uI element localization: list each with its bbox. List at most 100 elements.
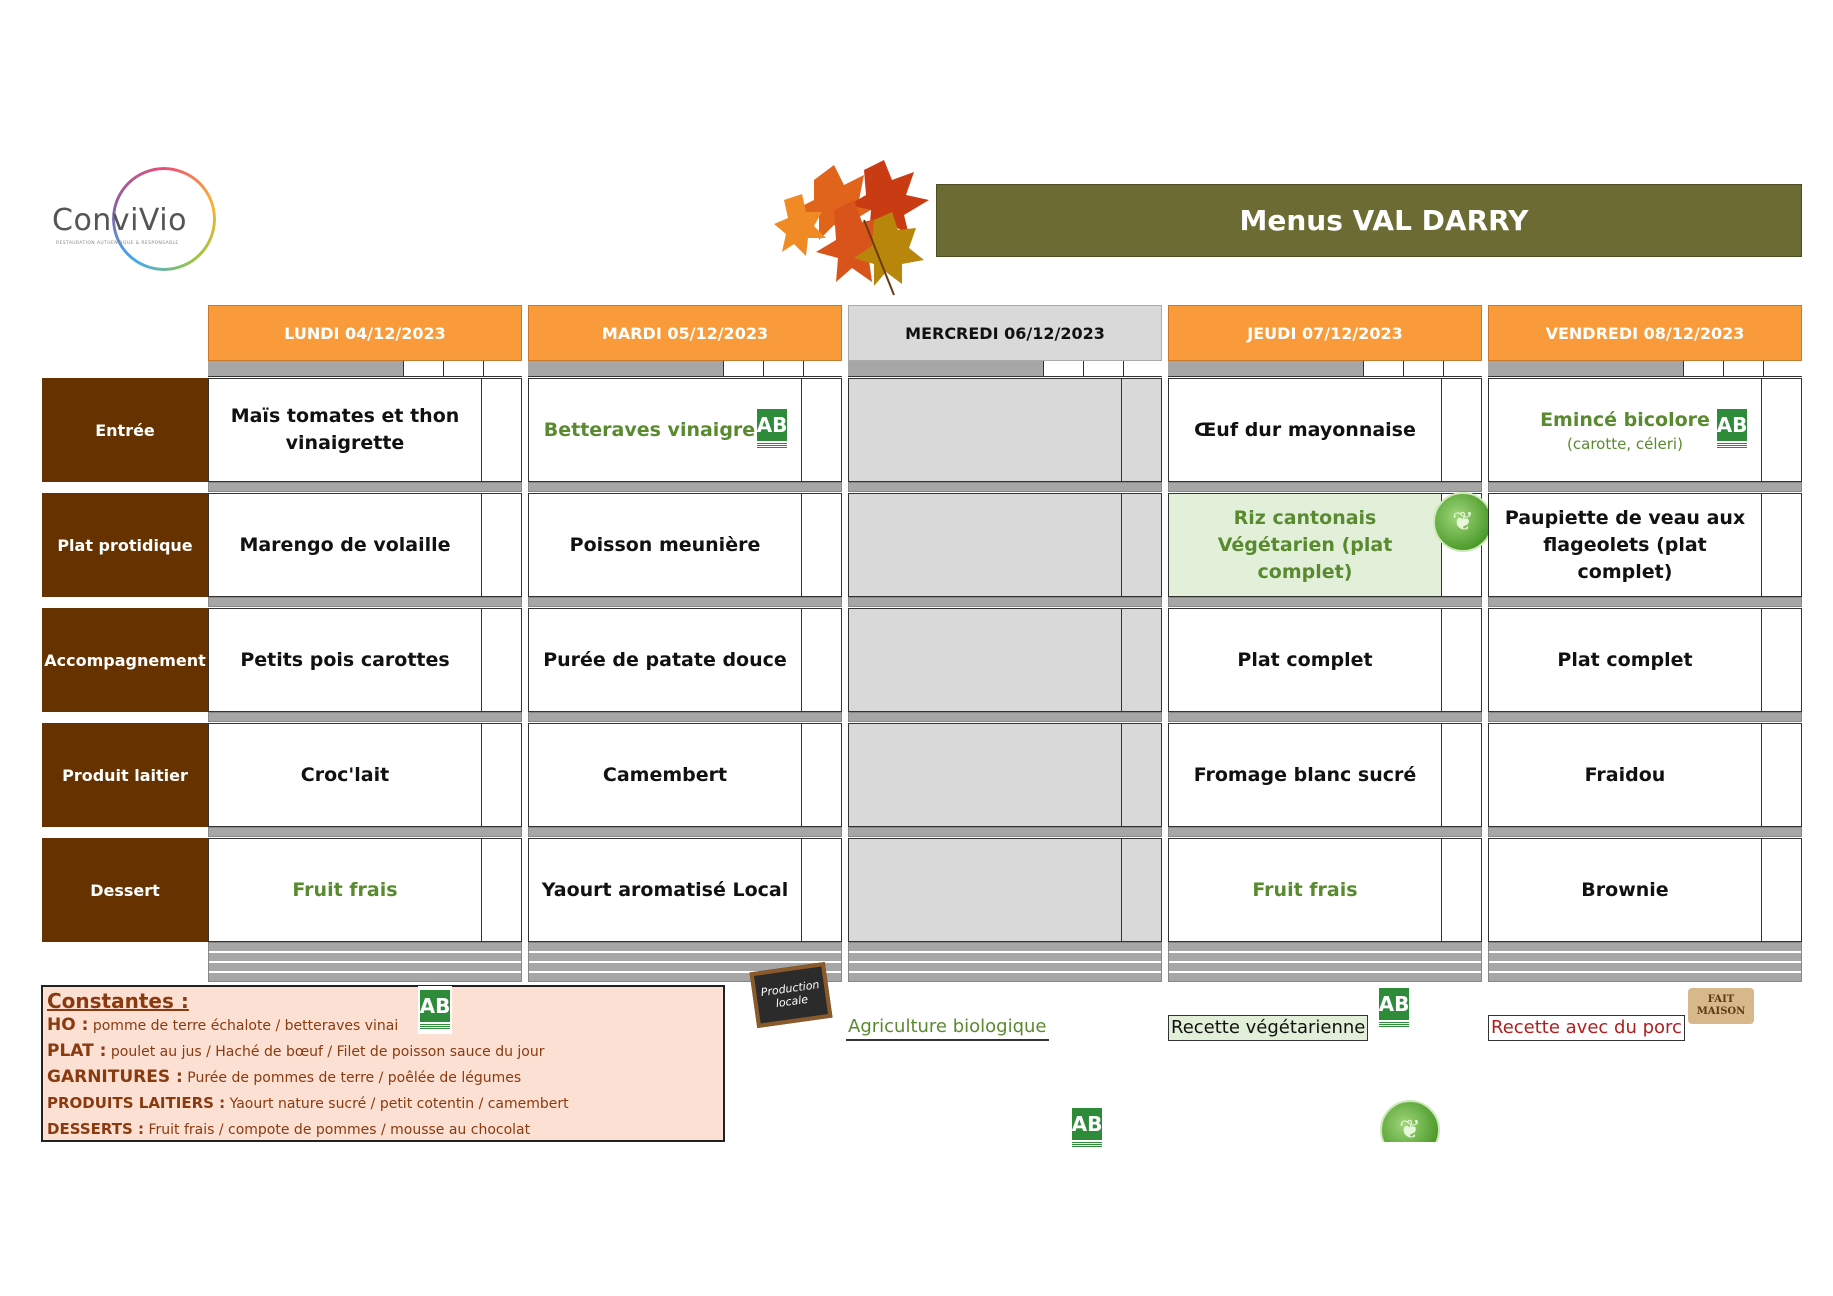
- row-separator: [208, 942, 522, 982]
- menu-cell-content: [849, 494, 1121, 596]
- menu-cell: Maïs tomates et thon vinaigrette: [208, 378, 522, 482]
- row-separator: [1168, 712, 1482, 722]
- menu-cell-content: Emincé bicolore(carotte, céleri)AB: [1489, 379, 1761, 481]
- row-separator: [848, 827, 1162, 837]
- row-separator: [1168, 942, 1482, 982]
- constantes-text: Fruit frais / compote de pommes / mousse…: [144, 1122, 531, 1138]
- dish-name: Poisson meunière: [569, 533, 761, 556]
- dish-name: Purée de patate douce: [543, 648, 787, 671]
- menu-cell: Petits pois carottes: [208, 608, 522, 712]
- constantes-line: PLAT : poulet au jus / Haché de bœuf / F…: [47, 1039, 719, 1065]
- dish-name: Marengo de volaille: [239, 533, 451, 556]
- menu-cell: Croc'lait: [208, 723, 522, 827]
- menu-cell: [848, 723, 1162, 827]
- cell-side: [1761, 724, 1801, 826]
- cell-side: [1761, 494, 1801, 596]
- menu-cell-content: Poisson meunière: [529, 494, 801, 596]
- dish-name: Plat complet: [1557, 648, 1693, 671]
- row-separator: [848, 942, 1162, 982]
- day-subbar: [528, 361, 842, 377]
- constantes-key: PLAT :: [47, 1041, 107, 1061]
- row-separator: [1488, 712, 1802, 722]
- dish-name: Fruit frais: [1252, 878, 1358, 901]
- row-label: Entrée: [42, 378, 208, 482]
- row-label: Dessert: [42, 838, 208, 942]
- row-separator: [208, 827, 522, 837]
- menu-cell-content: Petits pois carottes: [209, 609, 481, 711]
- menu-cell-content: Fraidou: [1489, 724, 1761, 826]
- row-separator: [848, 597, 1162, 607]
- menu-cell: Fruit frais: [1168, 838, 1482, 942]
- constantes-title: Constantes :: [47, 989, 189, 1013]
- legend-porc: Recette avec du porc: [1488, 1015, 1685, 1041]
- cell-side: [481, 379, 521, 481]
- ab-bio-icon: AB: [1377, 984, 1411, 1032]
- dish-name: Brownie: [1581, 878, 1669, 901]
- constantes-key: PRODUITS LAITIERS :: [47, 1094, 226, 1112]
- menu-cell: Marengo de volaille: [208, 493, 522, 597]
- row-label: Produit laitier: [42, 723, 208, 827]
- menu-cell-content: [849, 379, 1121, 481]
- cell-side: [1441, 724, 1481, 826]
- menu-cell: [848, 378, 1162, 482]
- cell-side: [1121, 494, 1161, 596]
- menu-cell: Yaourt aromatisé Local: [528, 838, 842, 942]
- cell-side: [481, 724, 521, 826]
- menu-cell-content: Plat complet: [1489, 609, 1761, 711]
- row-separator: [528, 827, 842, 837]
- cell-side: [801, 379, 841, 481]
- cell-side: [801, 724, 841, 826]
- menu-cell-content: [849, 724, 1121, 826]
- menu-cell: Plat complet: [1488, 608, 1802, 712]
- constantes-text: Yaourt nature sucré / petit cotentin / c…: [225, 1096, 569, 1112]
- row-label: Plat protidique: [42, 493, 208, 597]
- ab-bio-icon: AB: [755, 405, 789, 453]
- cell-side: [1441, 839, 1481, 941]
- cell-side: [481, 494, 521, 596]
- day-subbar: [1168, 361, 1482, 377]
- logo-ring-icon: [112, 167, 216, 271]
- legend-veg: Recette végétarienne: [1168, 1015, 1369, 1041]
- logo-name: ConviVio: [52, 203, 187, 238]
- menu-cell: Brownie: [1488, 838, 1802, 942]
- row-separator: [1488, 482, 1802, 492]
- constantes-line: HO : pomme de terre échalote / betterave…: [47, 1013, 719, 1039]
- menu-cell: Purée de patate douce: [528, 608, 842, 712]
- row-separator: [1488, 827, 1802, 837]
- cell-side: [1761, 609, 1801, 711]
- dish-name: Betteraves vinaigrette: [543, 418, 787, 441]
- cell-side: [1121, 379, 1161, 481]
- title-banner: Menus VAL DARRY: [936, 184, 1802, 257]
- row-separator: [208, 712, 522, 722]
- menu-cell: Œuf dur mayonnaise: [1168, 378, 1482, 482]
- menu-cell: Camembert: [528, 723, 842, 827]
- cell-side: [481, 839, 521, 941]
- cell-side: [1761, 379, 1801, 481]
- row-separator: [848, 712, 1162, 722]
- day-header-1: MARDI 05/12/2023: [528, 305, 842, 361]
- menu-cell-content: Brownie: [1489, 839, 1761, 941]
- cell-side: [1441, 494, 1481, 596]
- menu-cell-content: Œuf dur mayonnaise: [1169, 379, 1441, 481]
- menu-cell-content: Yaourt aromatisé Local: [529, 839, 801, 941]
- constantes-text: Purée de pommes de terre / poêlée de lég…: [182, 1070, 522, 1086]
- constantes-line: DESSERTS : Fruit frais / compote de pomm…: [47, 1117, 719, 1143]
- ab-bio-icon: AB: [418, 986, 452, 1034]
- menu-cell: [848, 608, 1162, 712]
- production-locale-icon: Production locale: [749, 961, 833, 1029]
- dish-name: Croc'lait: [300, 763, 390, 786]
- row-separator: [1488, 942, 1802, 982]
- dish-name: Fraidou: [1584, 763, 1666, 786]
- constantes-line: GARNITURES : Purée de pommes de terre / …: [47, 1065, 719, 1091]
- constantes-key: DESSERTS :: [47, 1120, 145, 1138]
- menu-cell-content: Fruit frais: [209, 839, 481, 941]
- menu-cell: [848, 838, 1162, 942]
- vegetarian-badge-clip: ❦: [1378, 1100, 1442, 1142]
- menu-cell: Poisson meunière: [528, 493, 842, 597]
- menu-cell-content: Riz cantonais Végétarien (plat complet): [1169, 494, 1441, 596]
- dish-name: Œuf dur mayonnaise: [1194, 418, 1416, 441]
- legend-bio: Agriculture biologique: [846, 1015, 1049, 1041]
- day-header-0: LUNDI 04/12/2023: [208, 305, 522, 361]
- ab-bio-icon: AB: [1070, 1104, 1104, 1152]
